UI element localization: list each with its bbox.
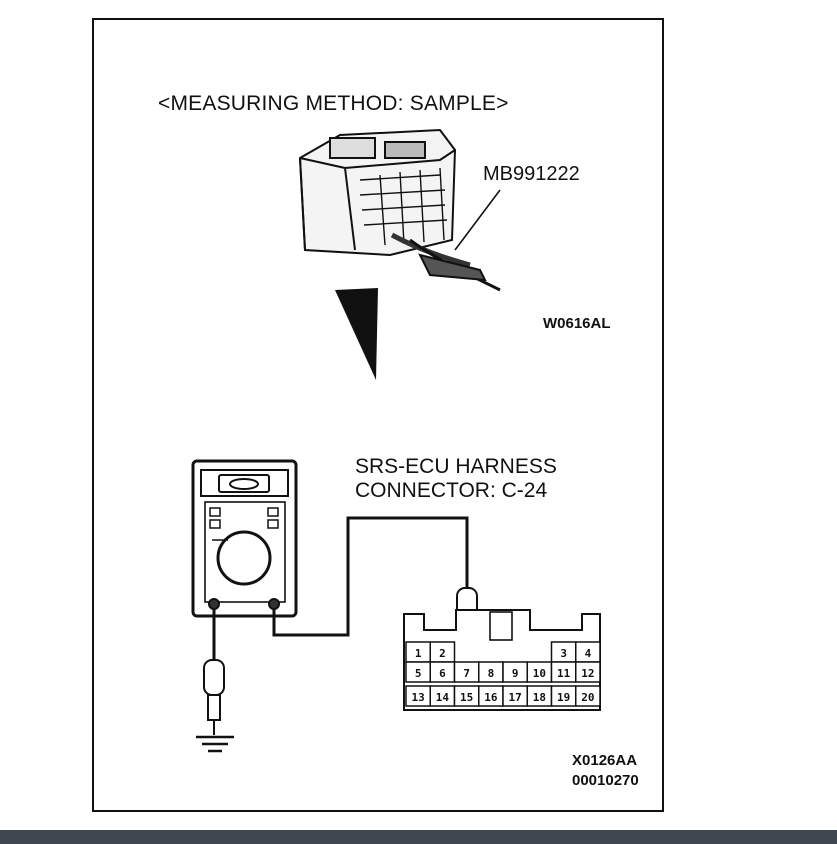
connector-pin-label: 18 — [533, 691, 546, 704]
connector-pin-label: 12 — [581, 667, 594, 680]
connector-pin-label: 16 — [484, 691, 498, 704]
ground-icon — [196, 735, 234, 753]
harness-connector-photo — [298, 128, 501, 292]
connector-pin-label: 17 — [509, 691, 522, 704]
connector-label-line2: CONNECTOR: C-24 — [355, 479, 548, 502]
connector-pin-label: 15 — [460, 691, 473, 704]
connector-pin-label: 1 — [415, 647, 422, 660]
connector-pin-cell — [575, 661, 601, 683]
test-lead-wire — [272, 516, 469, 637]
connector-pin-label: 13 — [412, 691, 425, 704]
ground-probe-icon — [203, 659, 225, 735]
connector-pin-label: 4 — [585, 647, 592, 660]
connector-pin-label: 14 — [436, 691, 450, 704]
figure-code-top: W0616AL — [543, 315, 611, 332]
figure-code-bottom-1: X0126AA — [572, 752, 638, 769]
connector-pin-cell — [575, 685, 601, 707]
connector-pin-label: 19 — [557, 691, 570, 704]
multimeter-icon — [191, 459, 298, 618]
tool-label: MB991222 — [483, 163, 580, 185]
connector-pin-label: 3 — [560, 647, 567, 660]
connector-pin-label: 11 — [557, 667, 571, 680]
connector-pin-label: 20 — [581, 691, 594, 704]
connector-pin-label: 2 — [439, 647, 446, 660]
bottom-bar — [0, 830, 837, 844]
diagram-title: <MEASURING METHOD: SAMPLE> — [158, 92, 509, 115]
figure-code-bottom-2: 00010270 — [572, 772, 639, 789]
connector-pin-label: 5 — [415, 667, 422, 680]
connector-pin-label: 7 — [463, 667, 470, 680]
connector-pin-label: 9 — [512, 667, 519, 680]
connector-label-line1: SRS-ECU HARNESS — [355, 455, 557, 478]
connector-pin-label: 6 — [439, 667, 446, 680]
connector-pin-label: 8 — [488, 667, 495, 680]
down-arrow-icon — [335, 288, 378, 380]
harness-connector-c24 — [403, 609, 601, 711]
connector-pin-label: 10 — [533, 667, 546, 680]
